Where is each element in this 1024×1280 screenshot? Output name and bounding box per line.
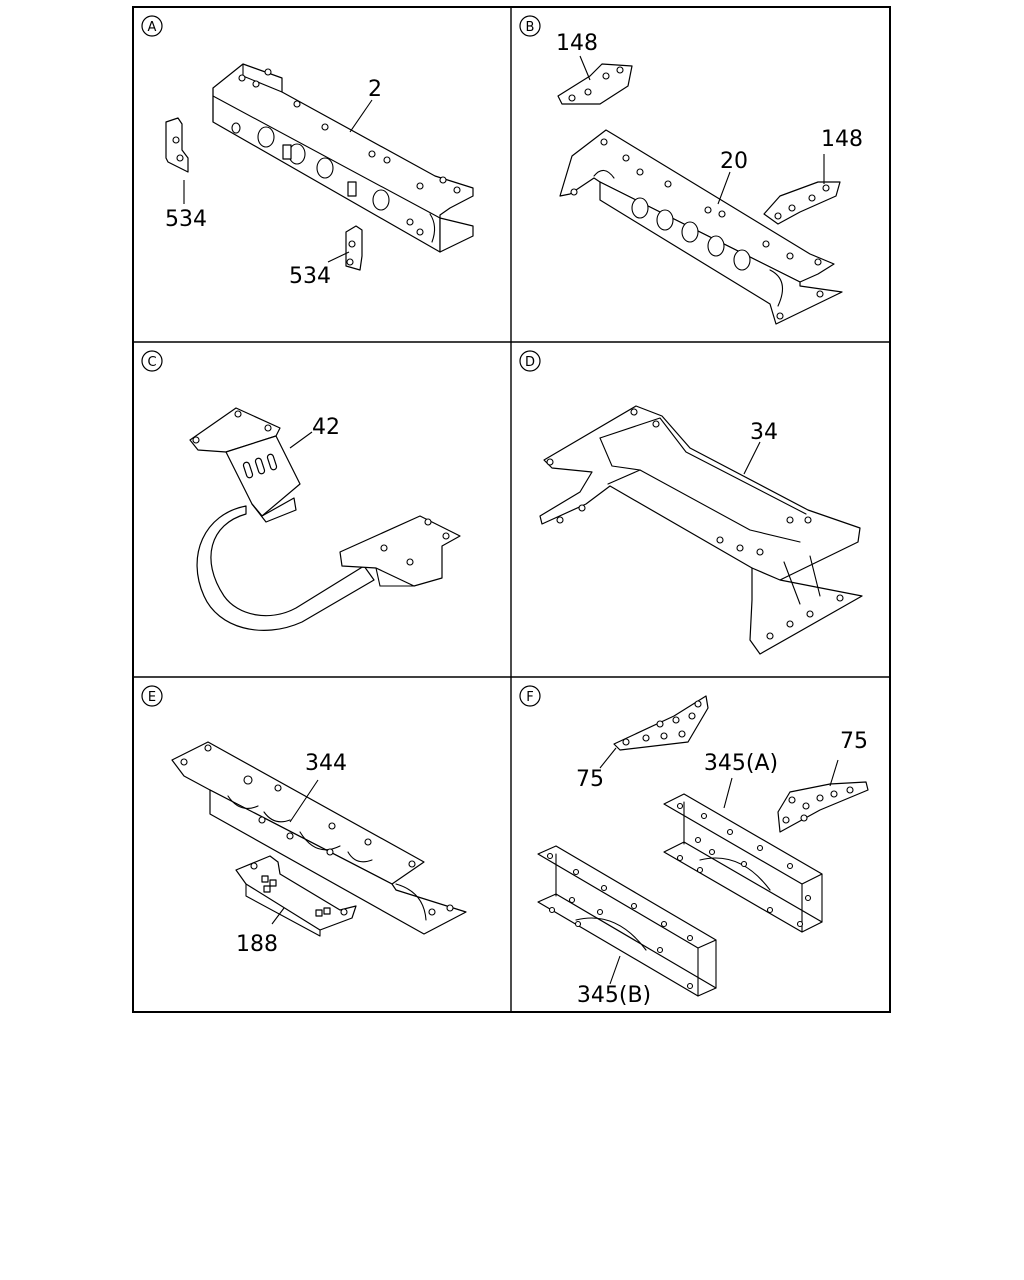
leader-42	[289, 431, 313, 449]
panel-f-badge: F	[519, 685, 541, 707]
panel-f-letter: F	[526, 690, 533, 705]
leader-2	[349, 99, 373, 133]
plate-148-top-drawing	[557, 63, 633, 105]
panel-b-badge: B	[519, 15, 541, 37]
leader-345-a	[723, 777, 733, 809]
callout-345-a: 345(A)	[704, 751, 778, 776]
crossmember-344-drawing	[171, 741, 467, 935]
leader-75-left	[599, 747, 617, 769]
panel-a-letter: A	[148, 20, 157, 35]
crossmember-34-drawing	[539, 405, 863, 655]
callout-534-left: 534	[165, 207, 207, 232]
callout-20: 20	[720, 149, 748, 174]
callout-188: 188	[236, 932, 278, 957]
leader-534-right	[327, 251, 350, 263]
panel-c-badge: C	[141, 350, 163, 372]
crossmember-20-drawing	[559, 129, 843, 325]
panel-d-letter: D	[525, 355, 535, 370]
crossmember-2-drawing	[212, 63, 474, 253]
leader-75-right	[829, 759, 839, 787]
gusset-75-left-drawing	[613, 695, 709, 751]
leader-148-top	[579, 55, 591, 81]
panel-e: E	[141, 685, 467, 957]
bracket-534-left-drawing	[165, 117, 189, 173]
bracket-188-drawing	[235, 855, 357, 937]
panel-e-badge: E	[141, 685, 163, 707]
callout-75-right: 75	[840, 729, 868, 754]
callout-42: 42	[312, 415, 340, 440]
panel-b: B	[519, 15, 863, 325]
callout-148-top: 148	[556, 31, 598, 56]
callout-75-left: 75	[576, 767, 604, 792]
callout-344: 344	[305, 751, 347, 776]
panel-f: F	[519, 685, 869, 1008]
panel-a: A	[141, 15, 474, 289]
channel-345-b-drawing	[537, 845, 717, 997]
plate-148-right-drawing	[763, 181, 841, 225]
callout-534-right: 534	[289, 264, 331, 289]
bracket-42-drawing	[189, 407, 461, 631]
leader-345-b	[609, 955, 621, 985]
callout-345-b: 345(B)	[577, 983, 651, 1008]
callout-2: 2	[368, 77, 382, 102]
bracket-534-right-drawing	[345, 225, 363, 271]
leader-188	[271, 907, 285, 925]
panel-d-badge: D	[519, 350, 541, 372]
panel-c: C 42	[141, 350, 461, 631]
panel-e-letter: E	[148, 690, 156, 705]
gusset-75-right-drawing	[777, 781, 869, 833]
leader-20	[717, 171, 731, 205]
panel-b-letter: B	[526, 20, 535, 35]
panel-d: D 34	[519, 350, 863, 655]
leader-34	[743, 441, 761, 475]
channel-345-a-drawing	[663, 793, 823, 933]
callout-148-right: 148	[821, 127, 863, 152]
panel-c-letter: C	[147, 355, 156, 370]
panel-a-badge: A	[141, 15, 163, 37]
leader-344	[289, 779, 319, 823]
callout-34: 34	[750, 420, 778, 445]
